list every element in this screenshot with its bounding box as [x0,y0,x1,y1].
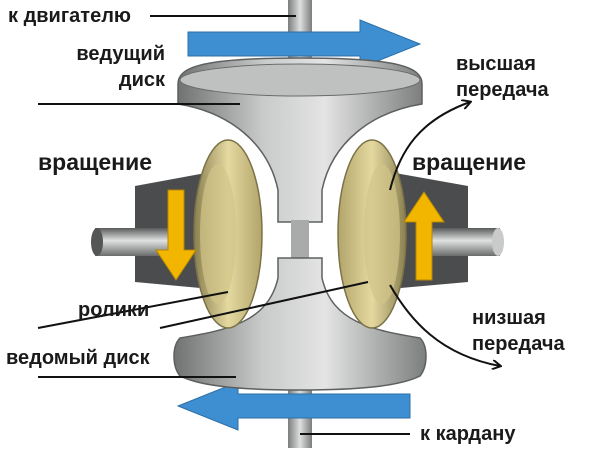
center-shaft [291,220,309,260]
input-flow-arrow [187,19,422,69]
label-driven-disc: ведомый диск [6,347,150,369]
label-higher-gear-line1: высшая [456,53,536,75]
output-flow-arrow [176,381,411,431]
driving-disc-rim [179,63,421,97]
label-to-engine: к двигателю [8,5,132,27]
right-roller-face [364,164,400,304]
leader-rollers-left [37,291,229,329]
left-roller-face [200,164,236,304]
label-lower-gear-line2: передача [472,333,565,355]
label-rollers: ролики [78,299,150,321]
right-axle [425,228,500,256]
label-driving-disc-line2: диск [118,69,165,91]
label-to-driveshaft: к кардану [420,423,516,445]
driven-disc [173,257,427,391]
driving-disc [177,57,423,223]
right-axle-end [492,228,504,256]
leader-rollers-right [159,281,369,329]
lower-gear-arrow [389,284,500,366]
label-rotation-left: вращение [38,149,153,175]
left-axle-end [91,228,103,256]
label-driving-disc-line1: ведущий [76,43,165,65]
left-rotation-arrow [155,189,197,281]
label-lower-gear-line1: низшая [472,307,546,329]
label-rotation-right: вращение [412,149,527,175]
right-rotation-arrow [403,191,445,281]
higher-gear-arrow [389,102,470,191]
label-higher-gear-line2: передача [456,79,549,101]
